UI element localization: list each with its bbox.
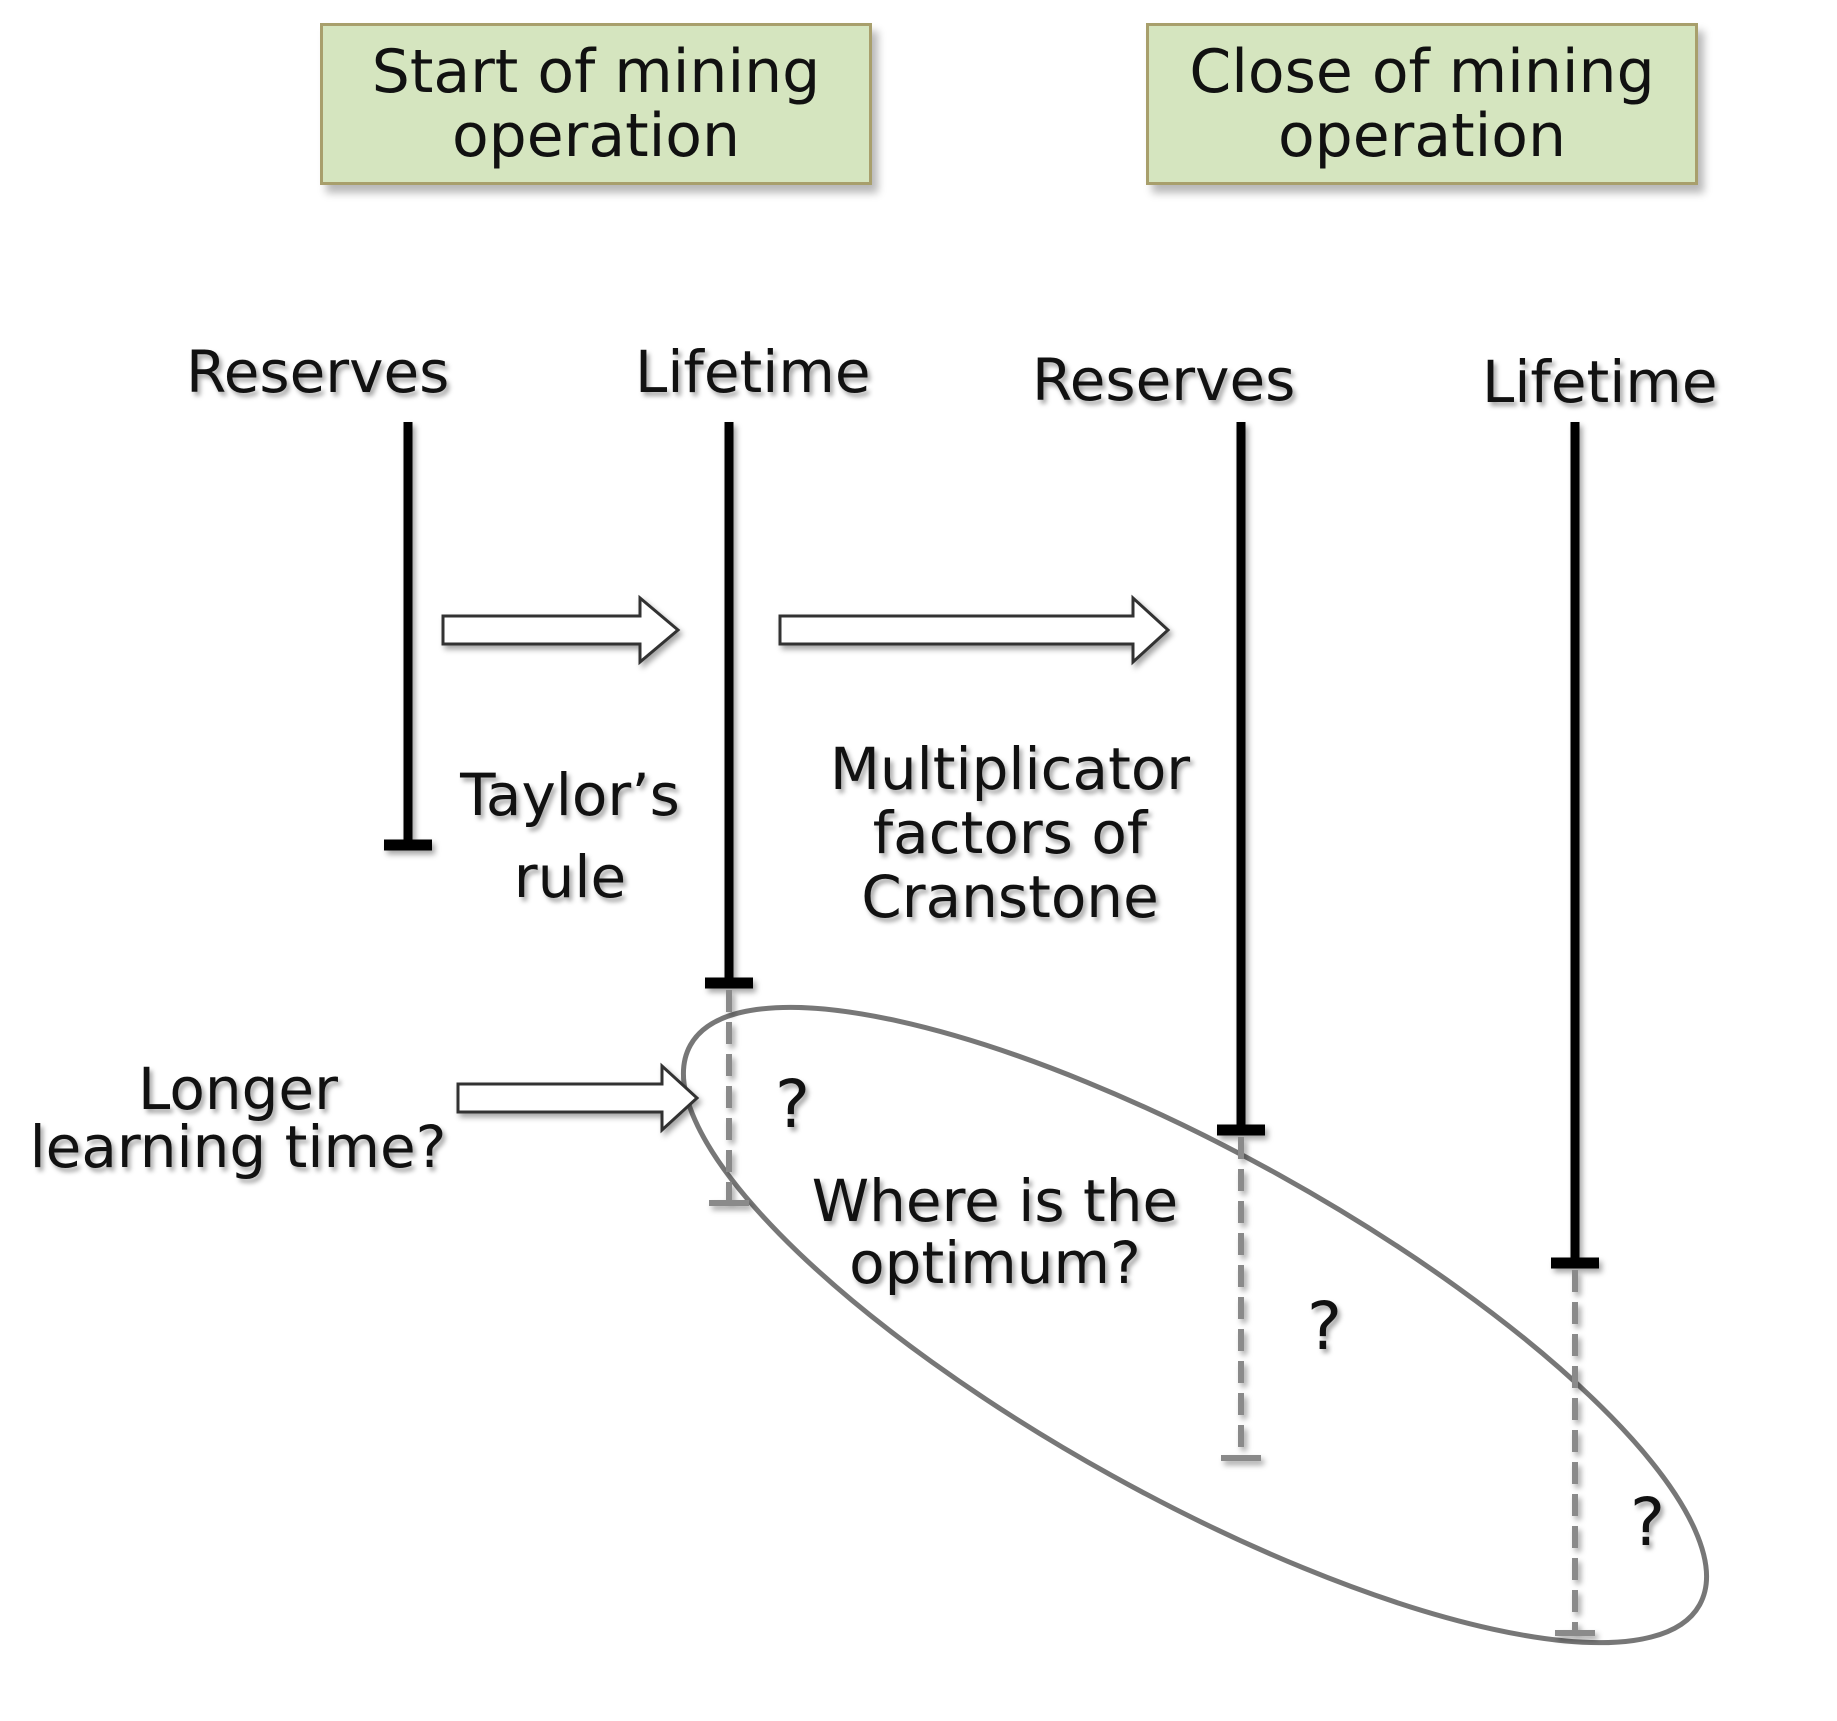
close-of-mining-box: Close of mining operation [1146,23,1698,185]
close-box-line2: operation [1277,101,1567,171]
lifetime-start-label: Lifetime [635,338,871,406]
lifetime-close-label: Lifetime [1482,348,1718,416]
multiplicator-line3: Cranstone [861,863,1159,931]
cranstone-arrow-icon [778,594,1171,666]
multiplicator-line2: factors of [872,799,1148,867]
close-box-line1: Close of mining [1189,37,1655,107]
question-mark-lifetime-start: ? [775,1066,811,1143]
start-box-line1: Start of mining [371,37,821,107]
question-mark-lifetime-close: ? [1630,1484,1666,1561]
start-of-mining-box: Start of mining operation [320,23,872,185]
reserves-start-bar [384,422,432,851]
taylor-arrow-icon [441,594,681,666]
reserves-start-label: Reserves [186,338,450,406]
taylor-line2: rule [513,843,627,911]
reserves-close-label: Reserves [1032,346,1296,414]
reserves-close-dashed [1221,1137,1261,1461]
learning-line1: Longer [138,1055,338,1123]
lifetime-close-bar [1551,422,1599,1269]
lifetime-close-dashed [1555,1270,1595,1636]
multiplicator-line1: Multiplicator [829,735,1191,803]
optimum-line1: Where is the [811,1167,1179,1235]
learning-arrow-icon [456,1062,700,1134]
optimum-ellipse [681,1004,1709,1646]
cranstone-multiplicator-label: Multiplicator factors of Cranstone [800,737,1220,929]
lifetime-start-dashed [709,990,749,1206]
start-box-line2: operation [451,101,741,171]
learning-line2: learning time? [29,1113,447,1181]
taylor-line1: Taylor’s [460,761,680,829]
question-mark-reserves-close: ? [1307,1288,1343,1365]
lifetime-start-bar [705,422,753,989]
optimum-label: Where is the optimum? [790,1170,1200,1294]
optimum-line2: optimum? [849,1229,1141,1297]
reserves-close-bar [1217,422,1265,1136]
taylor-rule-label: Taylor’s rule [440,754,700,918]
learning-time-label: Longer learning time? [18,1060,458,1176]
